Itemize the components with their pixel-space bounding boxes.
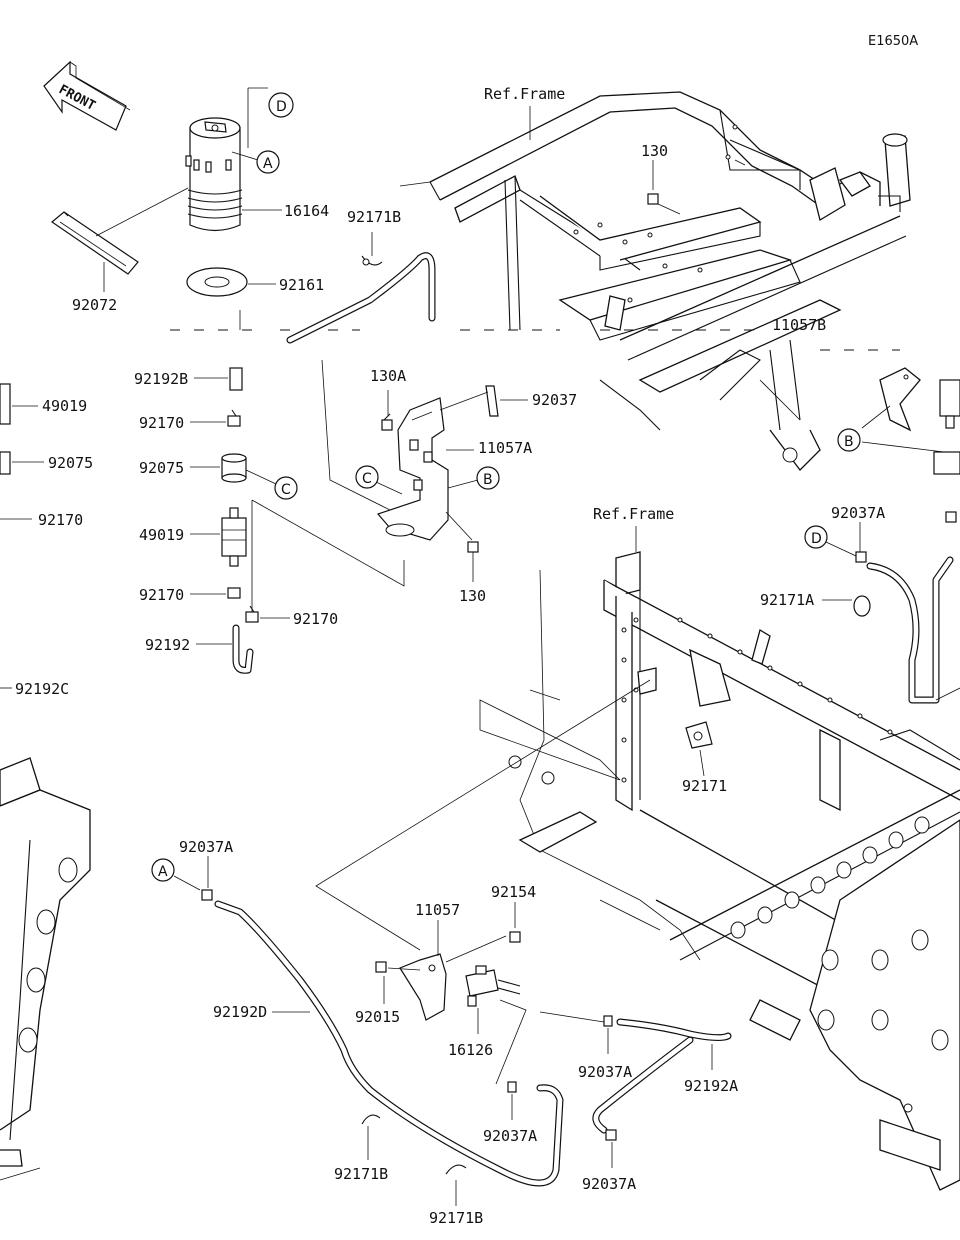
label-130-top: 130	[641, 142, 668, 160]
label-92037: 92037	[532, 391, 577, 409]
clamp-92171b-top	[361, 255, 383, 266]
strap-92072	[51, 211, 139, 275]
callout-c-bracket-text: C	[362, 471, 372, 487]
clamp-92171	[685, 721, 713, 749]
label-92171b-bottom-a: 92171B	[334, 1165, 388, 1183]
label-130-lower: 130	[459, 587, 486, 605]
label-92192a: 92192A	[684, 1077, 738, 1095]
valve-16126	[465, 965, 521, 1007]
label-92154: 92154	[491, 883, 536, 901]
bolt-130a	[381, 413, 393, 431]
callout-a-bottom	[151, 858, 175, 882]
label-92170-c: 92170	[293, 610, 338, 628]
callout-c-left-text: C	[281, 482, 291, 498]
bracket-11057a	[376, 397, 449, 541]
label-92075: 92075	[139, 459, 184, 477]
hose-92192	[232, 624, 254, 674]
left-grommet-92075	[0, 451, 11, 475]
callout-d-top	[268, 92, 294, 118]
callout-a-bottom-text: A	[158, 864, 168, 880]
clamp-92037a-bottom-right	[605, 1129, 617, 1141]
upper-frame	[399, 91, 921, 471]
label-92161: 92161	[279, 276, 324, 294]
filter-49019	[221, 507, 247, 567]
label-11057a: 11057A	[478, 439, 532, 457]
bolt-130-top	[647, 193, 659, 205]
clamp-92037a-right	[855, 551, 867, 563]
label-92192b: 92192B	[134, 370, 188, 388]
label-92192c-left: 92192C	[15, 680, 69, 698]
callout-a-top-text: A	[263, 156, 273, 172]
left-filter-49019	[0, 383, 11, 425]
callout-c-left	[274, 476, 298, 500]
label-92037a-bottom-mid: 92037A	[483, 1127, 537, 1145]
clamp-92037a-left	[201, 889, 213, 901]
clip-92037	[485, 385, 499, 417]
label-92171b-top: 92171B	[347, 208, 401, 226]
callout-d-right	[804, 525, 828, 549]
canister-16164	[185, 117, 243, 232]
label-92037a-mid: 92037A	[578, 1063, 632, 1081]
label-92171: 92171	[682, 777, 727, 795]
cut-line	[170, 329, 900, 351]
ref-frame-label-top: Ref.Frame	[484, 85, 565, 103]
clamp-92171a	[853, 595, 871, 617]
callout-b-right-text: B	[844, 434, 854, 450]
label-11057b: 11057B	[772, 316, 826, 334]
bolt-130-lower	[467, 541, 479, 553]
label-49019: 49019	[139, 526, 184, 544]
callout-b-bracket	[476, 466, 500, 490]
ref-frame-label-lower: Ref.Frame	[593, 505, 674, 523]
front-arrow-icon: FRONT	[43, 60, 131, 131]
right-filter	[933, 379, 960, 523]
label-92170-a: 92170	[139, 414, 184, 432]
clamp-92037a-mid	[603, 1015, 613, 1027]
clamp-92171b-bottom-a	[361, 1114, 381, 1125]
washer-92161	[186, 267, 248, 297]
label-92171b-bottom-b: 92171B	[429, 1209, 483, 1227]
label-16164: 16164	[284, 202, 329, 220]
clamp-92171b-bottom-b	[445, 1164, 467, 1175]
callout-a-top	[256, 150, 280, 174]
label-92075-left: 92075	[48, 454, 93, 472]
clamp-92170-b	[227, 587, 241, 599]
clamp-92170-a	[227, 409, 241, 427]
label-130a: 130A	[370, 367, 406, 385]
label-92192d: 92192D	[213, 1003, 267, 1021]
label-11057: 11057	[415, 901, 460, 919]
label-92037a-right: 92037A	[831, 504, 885, 522]
label-92037a-bottom-right: 92037A	[582, 1175, 636, 1193]
grommet-92075	[221, 453, 247, 483]
left-frame-rail	[0, 757, 91, 1181]
callout-c-bracket	[355, 465, 379, 489]
bracket-11057	[399, 953, 447, 1021]
label-92072: 92072	[72, 296, 117, 314]
callout-b-right	[837, 428, 861, 452]
diagram-code: E1650A	[868, 34, 918, 49]
label-92015: 92015	[355, 1008, 400, 1026]
label-49019-left: 49019	[42, 397, 87, 415]
callout-d-top-text: D	[276, 99, 287, 115]
bolt-92154	[509, 931, 521, 943]
hose-92192b	[229, 367, 243, 391]
label-92170-b: 92170	[139, 586, 184, 604]
callout-d-right-text: D	[811, 531, 822, 547]
nut-92015	[375, 961, 387, 973]
label-92170-left: 92170	[38, 511, 83, 529]
label-92171a: 92171A	[760, 591, 814, 609]
label-16126: 16126	[448, 1041, 493, 1059]
label-92037a-left: 92037A	[179, 838, 233, 856]
callout-b-bracket-text: B	[483, 472, 493, 488]
clamp-92037a-bottom-mid	[507, 1081, 517, 1093]
label-92192: 92192	[145, 636, 190, 654]
